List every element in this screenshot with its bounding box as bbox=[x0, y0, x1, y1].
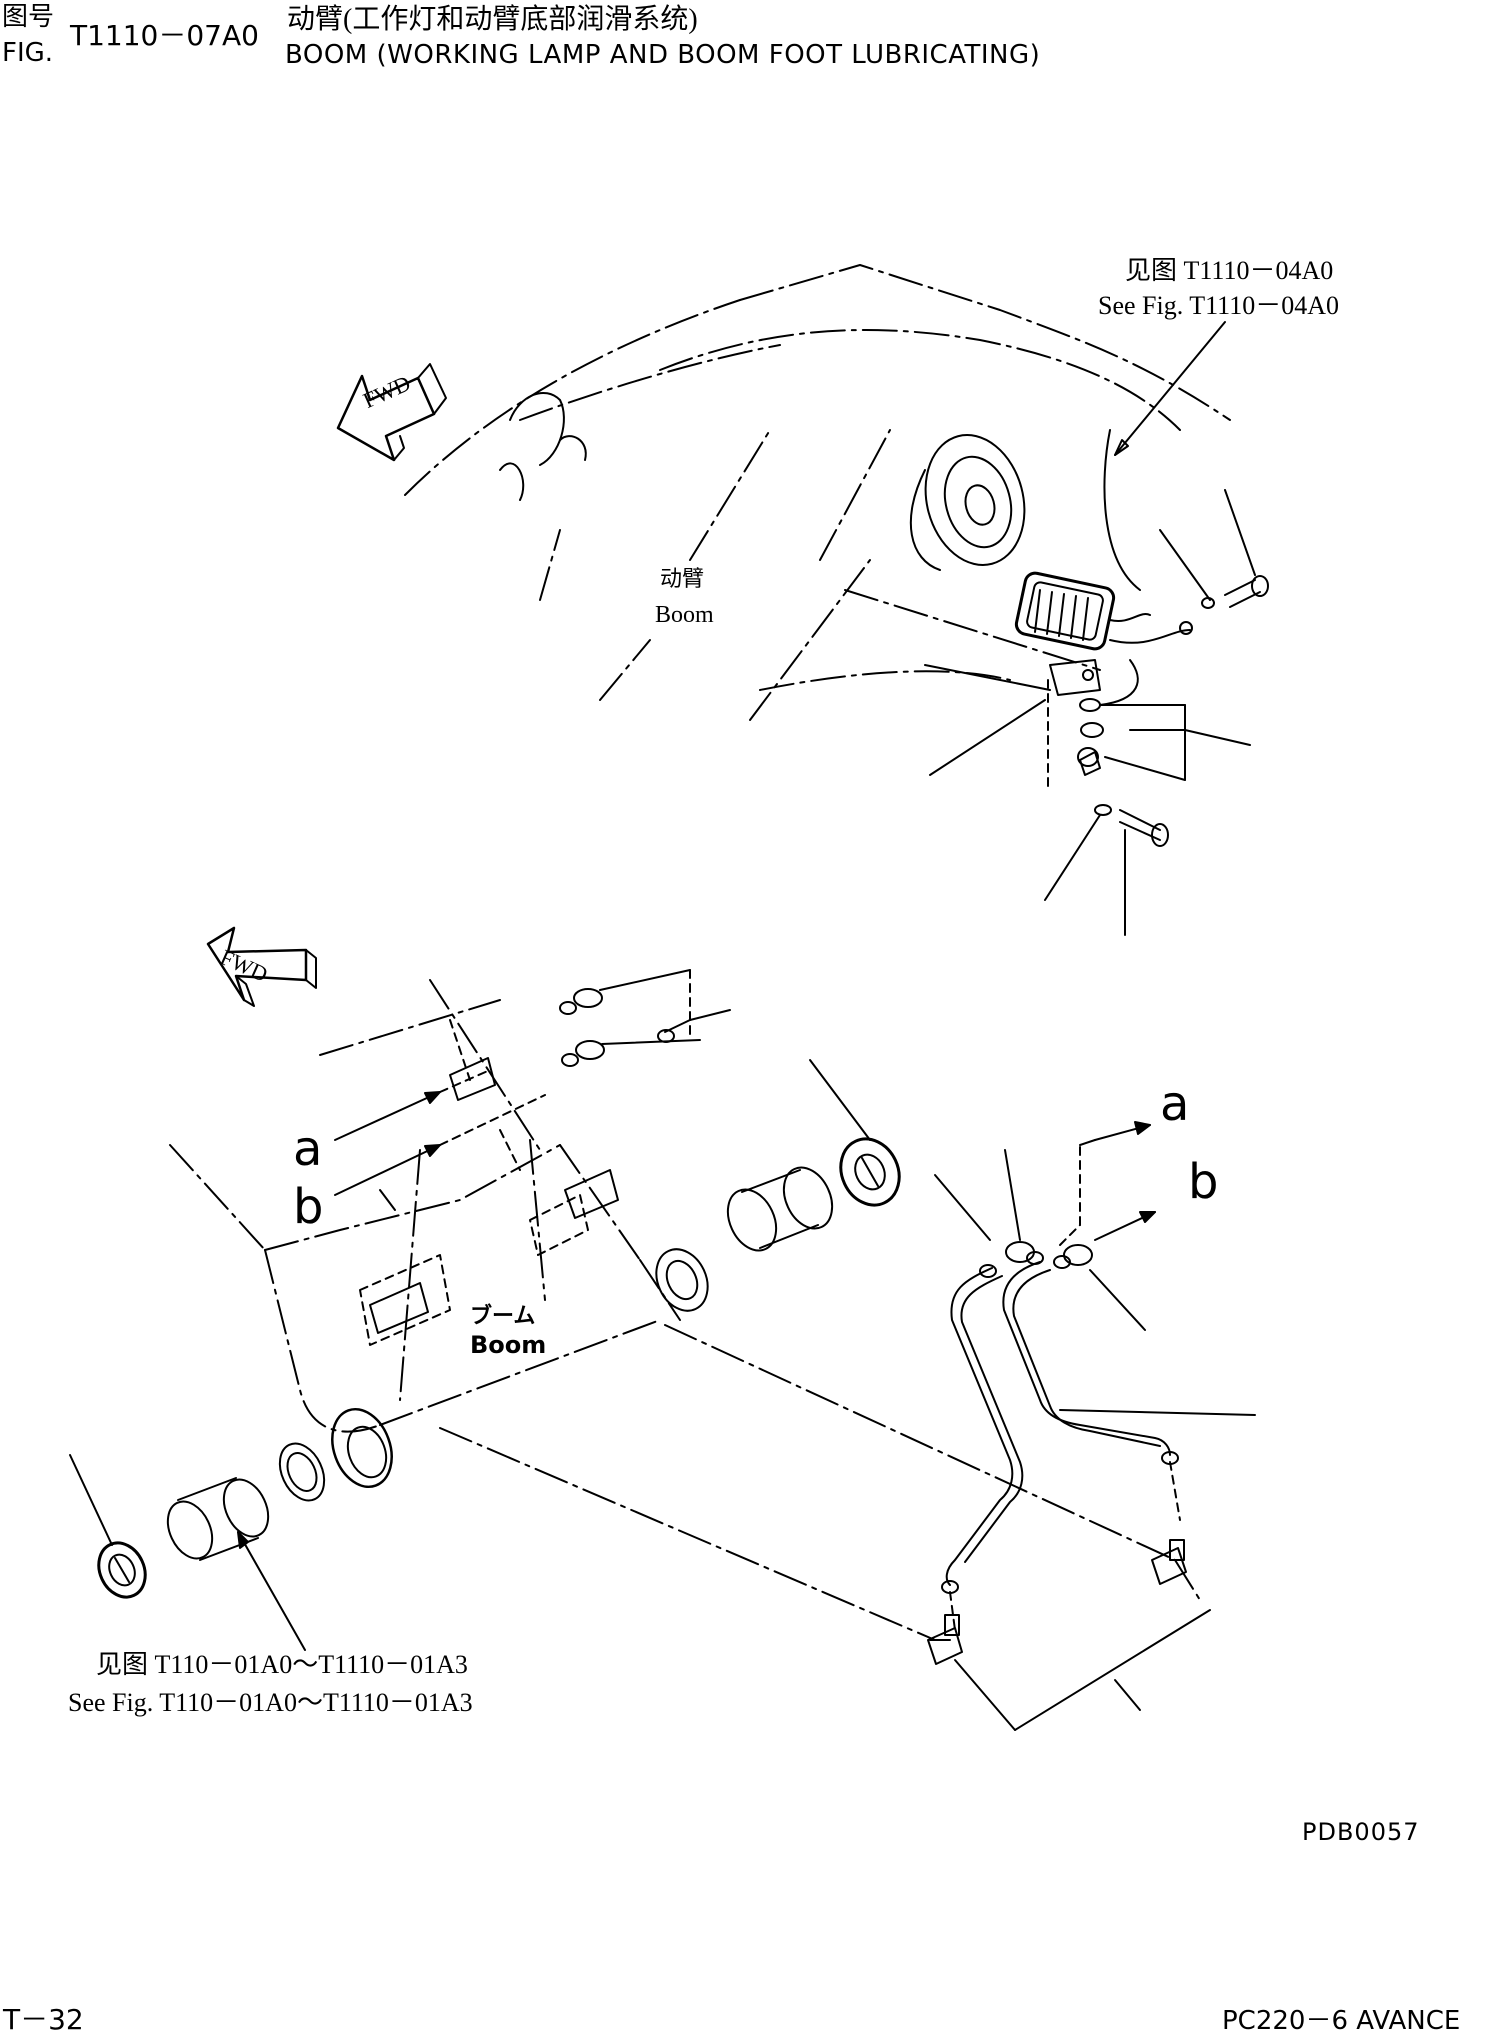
callout-a-right: a bbox=[1160, 1076, 1190, 1132]
lower-right-bushing-group bbox=[655, 1059, 901, 1312]
model-name: PC220－6 AVANCE bbox=[1222, 2006, 1461, 2036]
upper-fwd-arrow bbox=[336, 363, 447, 462]
title-en: BOOM (WORKING LAMP AND BOOM FOOT LUBRICA… bbox=[285, 40, 1041, 70]
callout-b-right: b bbox=[1188, 1154, 1219, 1210]
upper-pin-boss-left bbox=[499, 391, 587, 501]
callout-b-left: b bbox=[293, 1179, 324, 1235]
drawing-code: PDB0057 bbox=[1302, 1818, 1420, 1846]
upper-ref-cn: 见图 T1110－04A0 bbox=[1125, 256, 1334, 285]
lower-left-arrows bbox=[334, 1069, 546, 1196]
upper-pin-boss-right bbox=[909, 434, 1026, 571]
working-lamp bbox=[1014, 571, 1193, 706]
lower-ref-en: See Fig. T110－01A0～T1110－01A3 bbox=[68, 1688, 473, 1717]
fig-number: T1110－07A0 bbox=[70, 19, 259, 52]
lower-boom-outline bbox=[169, 979, 1201, 1641]
upper-boom-label-en: Boom bbox=[655, 602, 714, 628]
fig-label-cn: 图号 bbox=[2, 2, 55, 32]
callout-a-left: a bbox=[293, 1121, 323, 1177]
upper-ref-en: See Fig. T1110－04A0 bbox=[1098, 291, 1339, 320]
lamp-fasteners bbox=[1077, 575, 1269, 847]
lower-right-leaders bbox=[934, 1121, 1256, 1731]
lower-pin-boss bbox=[331, 1407, 393, 1489]
lower-ref-cn: 见图 T110－01A0～T1110－01A3 bbox=[96, 1650, 468, 1679]
title-cn: 动臂(工作灯和动臂底部润滑系统) bbox=[287, 4, 698, 35]
lower-boom-label-jp: ブーム bbox=[470, 1304, 536, 1329]
upper-leader-lines bbox=[924, 321, 1256, 936]
lower-boom-label-en: Boom bbox=[470, 1331, 547, 1359]
lower-grease-pipes bbox=[927, 1241, 1187, 1665]
upper-boom-outline bbox=[404, 264, 1231, 721]
lamp-bracket bbox=[1047, 659, 1101, 791]
lower-left-bushing-group bbox=[69, 1442, 326, 1651]
lower-clips bbox=[359, 1019, 619, 1346]
lower-fwd-arrow bbox=[206, 926, 317, 1007]
page-number: T－32 bbox=[3, 2003, 84, 2036]
lower-grease-fittings-top bbox=[559, 969, 731, 1067]
fig-label-en: FIG. bbox=[2, 38, 54, 68]
upper-boom-label-cn: 动臂 bbox=[660, 566, 705, 591]
